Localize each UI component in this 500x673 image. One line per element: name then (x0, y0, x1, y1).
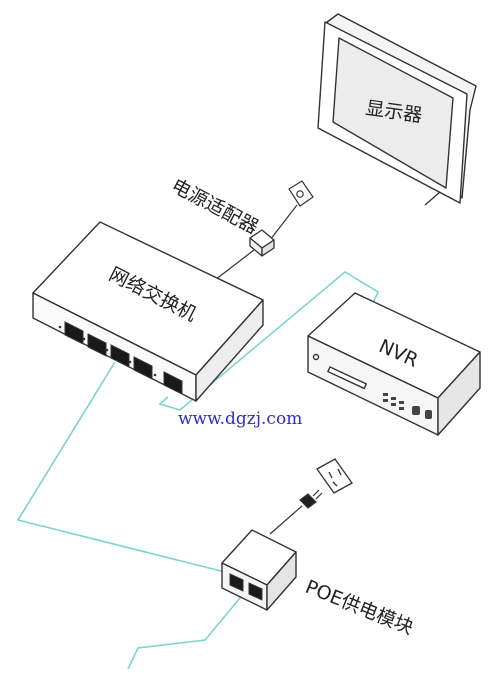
outlet-top-socket-icon (296, 190, 304, 198)
switch-led-icon (105, 348, 109, 352)
outlet-bottom-plate (316, 458, 353, 494)
monitor-stand (424, 191, 441, 206)
switch-side (195, 299, 264, 402)
outlet-bottom-slot (328, 471, 333, 479)
plug-prong (315, 492, 323, 500)
outlet-top-plate (288, 180, 314, 207)
switch-led-icon (153, 373, 157, 377)
nvr-button (383, 393, 388, 396)
nvr-knob (412, 406, 420, 415)
plug-body (299, 493, 317, 509)
nvr-button (391, 403, 396, 406)
nvr-buttons (383, 393, 432, 419)
adapter-to-switch-cord (214, 249, 255, 281)
switch-port-3 (110, 344, 130, 368)
nvr-button (399, 407, 404, 410)
switch-port-1 (64, 321, 84, 345)
switch-led-icon (82, 337, 86, 341)
nvr-side (437, 351, 481, 436)
plug-cord (269, 505, 303, 535)
switch-port-4 (133, 356, 153, 380)
adapter-side (261, 239, 275, 257)
poe-side (266, 551, 297, 611)
cable-poe-to-camera (127, 591, 246, 670)
poe-module (221, 529, 297, 611)
adapter-cord (269, 204, 298, 241)
nvr (307, 292, 481, 436)
nvr-button (391, 397, 396, 400)
watermark-url: www.dgzj.com (178, 409, 302, 429)
switch-ports (64, 321, 183, 395)
cable-switch-to-nvr (158, 271, 380, 411)
poe-port-in (229, 573, 244, 592)
monitor (317, 13, 477, 206)
poe-ports (229, 573, 263, 601)
outlet-bottom-slot (332, 481, 338, 487)
monitor-screen (332, 37, 454, 189)
poe-port-out (248, 582, 263, 601)
poe-power-plug (269, 489, 323, 535)
switch-port-leds (58, 325, 157, 377)
switch-port-2 (87, 333, 107, 357)
switch-port-5 (163, 371, 183, 395)
cables (16, 271, 380, 670)
nvr-power-button-icon (312, 353, 320, 361)
switch-led-icon (58, 325, 62, 329)
wall-outlet-bottom (316, 458, 353, 494)
cable-switch-to-poe (16, 361, 226, 573)
nvr-disc-slot (327, 366, 367, 390)
poe-module-label: POE供电模块 (302, 576, 416, 639)
outlet-bottom-slot (337, 468, 342, 476)
nvr-button (399, 401, 404, 404)
nvr-button (383, 399, 388, 402)
power-adapter (249, 229, 275, 257)
nvr-knob (425, 410, 432, 419)
wall-outlet-top (288, 180, 314, 207)
power-adapter-label: 电源适配器 (168, 175, 262, 239)
switch-led-icon (128, 360, 132, 364)
plug-prong (312, 489, 320, 497)
